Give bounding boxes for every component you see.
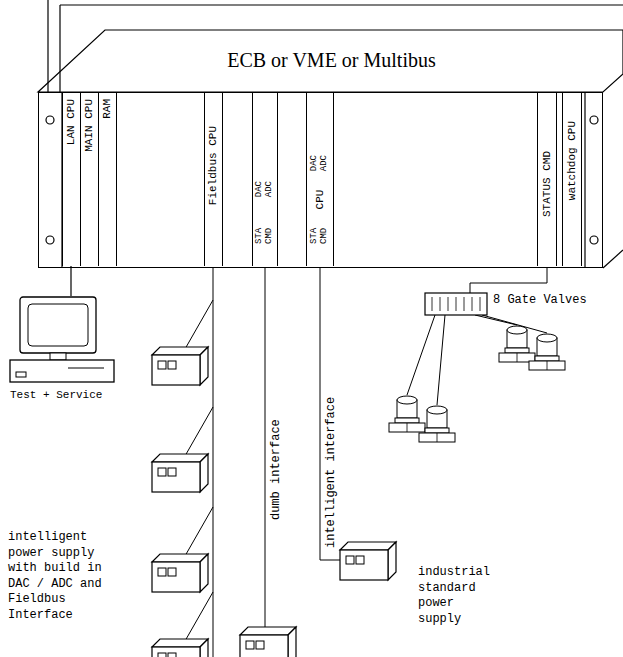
drive-slot (68, 368, 104, 369)
crate-title: ECB or VME or Multibus (59, 49, 604, 72)
service-computer: Test + Service (6, 296, 118, 401)
card-label: MAIN CPU (83, 99, 95, 152)
valve-wire (437, 315, 445, 405)
rack-top (38, 30, 623, 92)
gate-valve (529, 334, 565, 370)
status-cable (470, 268, 547, 293)
plug-in-card: LAN CPU (62, 93, 81, 266)
screw (46, 116, 54, 124)
screw (590, 116, 598, 124)
rack-side (603, 250, 623, 268)
lan-cable (59, 5, 60, 92)
terminal-block-body (425, 293, 487, 315)
power-supply (152, 347, 208, 385)
fieldbus-line (213, 268, 214, 657)
power-supply (152, 454, 208, 492)
card-label: watchdog CPU (565, 121, 577, 200)
card-label: STATUS CMD (540, 151, 552, 217)
note-label: 8 Gate Valves (493, 293, 587, 309)
fieldbus-branch (185, 592, 213, 641)
card-label: CPU (313, 190, 325, 210)
screen (28, 304, 88, 346)
computer-case (10, 360, 114, 382)
card-label-frame: LAN CPU (63, 93, 80, 266)
card-label: RAM (101, 99, 113, 119)
fieldbus-branch (185, 300, 213, 349)
power-supplies (152, 347, 396, 657)
card-label: Fieldbus CPU (207, 126, 219, 205)
lan-cable (60, 4, 623, 5)
card-label: LAN CPU (65, 99, 77, 145)
card-label-frame: Fieldbus CPU (205, 93, 222, 266)
valve-wire (475, 315, 517, 325)
fieldbus-branch (185, 507, 213, 556)
power-supply (240, 627, 296, 657)
power-switch (16, 372, 26, 377)
card-label: DAC ADC (254, 181, 274, 197)
lan-connection (70, 266, 71, 296)
card-label-frame: STA CMD CPU DAC ADC (307, 93, 333, 266)
power-supply (340, 542, 396, 580)
interface-label: dumb interface (269, 419, 285, 520)
terminal-block (425, 293, 487, 315)
gate-valve (389, 396, 425, 432)
computer-symbol (6, 296, 118, 386)
rack-outline (38, 0, 623, 268)
cables (185, 268, 547, 657)
screw (46, 236, 54, 244)
end-plate-edge (584, 92, 585, 268)
note-label: intelligent power supply with build in D… (8, 530, 108, 624)
plug-in-card: RAM (98, 93, 117, 266)
plug-in-card: STA CMD CPU DAC ADC (306, 93, 334, 266)
plug-in-card: watchdog CPU (562, 93, 582, 266)
screw (590, 236, 598, 244)
note-label: industrial standard power supply (418, 565, 490, 627)
lan-cable (47, 0, 48, 92)
interface-label: intelligent interface (324, 397, 340, 548)
intelligent-interface-line (320, 268, 340, 560)
plug-in-card: STATUS CMD (537, 93, 557, 266)
power-supply (152, 554, 208, 592)
card-label-frame: MAIN CPU (81, 93, 98, 266)
card-label: DAC ADC (309, 155, 329, 171)
fieldbus-branch (185, 407, 213, 456)
plug-in-card: MAIN CPU (80, 93, 99, 266)
power-supply (152, 639, 208, 657)
plug-in-card: Fieldbus CPU (204, 93, 223, 266)
card-label: STA CMD (254, 228, 274, 244)
card-label: STA CMD (309, 228, 329, 244)
card-label-frame: STA CMD DAC ADC (253, 93, 277, 266)
gate-valve (419, 406, 455, 442)
monitor-stand (50, 353, 66, 360)
gate-valves (389, 326, 565, 442)
card-crate: ECB or VME or MultibusLAN CPUMAIN CPURAM… (38, 92, 603, 268)
card-label-frame: STATUS CMD (538, 93, 556, 266)
gate-valve (499, 326, 535, 362)
computer-caption: Test + Service (6, 386, 118, 401)
terminal-block-ticks (432, 297, 480, 311)
valve-wire (407, 315, 435, 395)
dumb-interface-line (265, 268, 266, 627)
monitor (20, 297, 96, 353)
card-label-frame: watchdog CPU (563, 93, 581, 266)
card-label-frame: RAM (99, 93, 116, 266)
plug-in-card: STA CMD DAC ADC (252, 93, 278, 266)
